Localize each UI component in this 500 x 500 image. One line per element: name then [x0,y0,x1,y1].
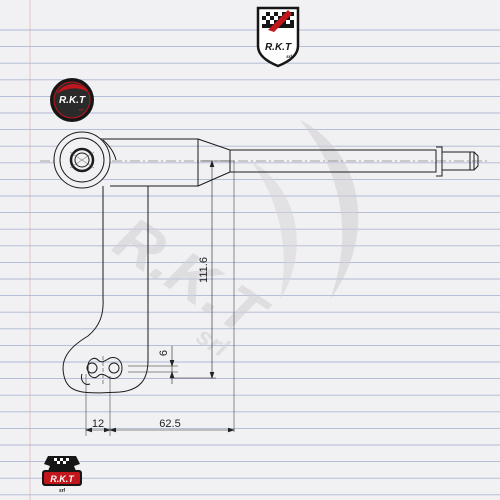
arm-body [100,138,199,187]
dim-arrow-up [209,160,215,168]
brand-shield-logo: R.K.T srl [256,6,300,68]
brand-badge-logo: R.K.T srl [42,456,82,494]
slot-edge [81,373,91,385]
round-logo-brand: R.K.T [59,95,86,106]
dim-arrow-right [227,427,235,433]
watermark-brand: R.K.T [102,204,280,353]
dim-slot-arrow-b [169,371,175,379]
dimension-offset-large-label: 62.5 [159,418,180,430]
knuckle-outline [40,131,490,394]
dimension-slot-label: 6 [158,350,170,356]
thread-cross [69,151,95,169]
thread-hole-icon [69,147,95,173]
spindle-tip [442,151,479,171]
boss-inner [59,137,105,183]
brand-round-logo: R.K.T srl [50,78,94,122]
dimension-offset-small-label: 12 [92,418,104,430]
round-logo-suffix: srl [79,107,85,112]
badge-logo-brand: R.K.T [50,474,75,484]
steering-arm [62,186,149,394]
dim-slot-arrow-a [169,359,175,367]
upper-slot-icon [87,357,123,379]
dim-arrow-down [209,371,215,379]
shield-logo-brand: R.K.T [265,42,292,53]
thread-core [74,152,90,168]
slot-hole-left [86,362,98,374]
arm-fillet [102,139,117,161]
slot-hole-right [108,362,120,374]
shield-logo-suffix: srl [286,54,292,59]
dimension-height-label: 111.6 [198,257,210,283]
spindle-shaft [230,149,437,173]
dim-arrow-left [85,427,93,433]
dimension-lines [85,160,235,436]
dim-arrow-mid-b [109,427,117,433]
badge-logo-suffix: srl [59,488,66,494]
spindle-collar [436,146,443,177]
